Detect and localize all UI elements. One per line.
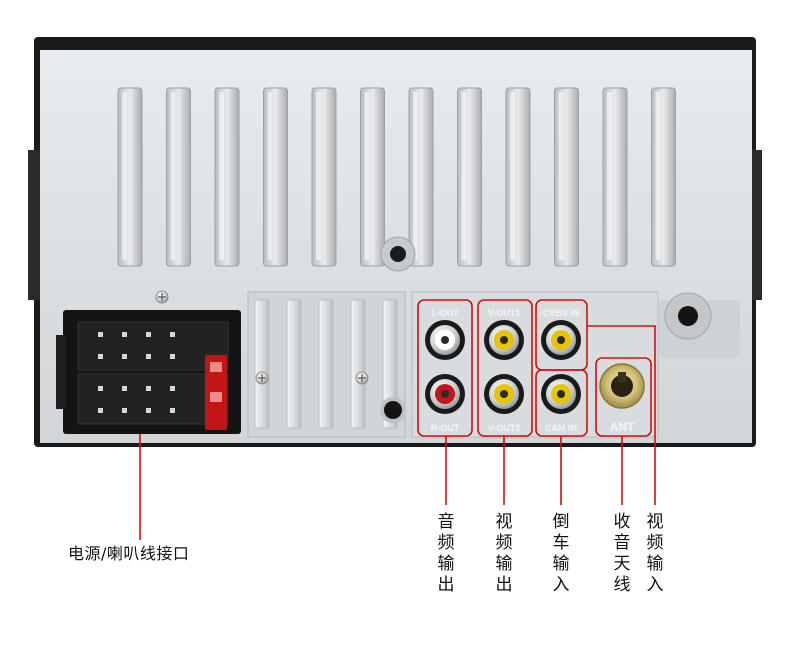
pin (98, 332, 103, 337)
pin (98, 386, 103, 391)
cooling-slot (263, 87, 288, 267)
pin (170, 332, 175, 337)
callout-frames (417, 299, 652, 437)
cooling-slot (554, 87, 579, 267)
cooling-slot (117, 87, 143, 267)
iso-harness-connector[interactable] (56, 310, 241, 434)
pin (170, 386, 175, 391)
panel-ridge (254, 299, 270, 429)
label-v-out2: V-OUT2 (488, 423, 521, 433)
audio-out-callout-label: 音频输出 (437, 512, 455, 595)
panel-ridge (286, 299, 302, 429)
cooling-slot (408, 87, 434, 267)
panel-screws (155, 290, 369, 385)
label-l-out: L-OUT (431, 308, 459, 318)
panel-ridge (382, 299, 398, 429)
port-labels: L-OUT V-OUT1 CVBS IN R-OUT V-OUT2 CAM IN… (431, 308, 635, 434)
pin (146, 354, 151, 359)
mount-hole-left (380, 397, 406, 423)
cooling-slot (505, 87, 531, 267)
video-in-callout-label: 视频输入 (646, 512, 664, 595)
label-ant: ANT (610, 420, 635, 434)
pin (122, 408, 127, 413)
rca-r-out[interactable] (425, 374, 465, 414)
top-screw-hole (380, 236, 416, 272)
cooling-slot (651, 87, 676, 267)
pin (146, 332, 151, 337)
cooling-slot (166, 87, 191, 267)
rca-cvbs-in[interactable] (541, 320, 581, 360)
panel-ridge (318, 299, 334, 429)
cooling-slot (457, 87, 482, 267)
lower-left-panel (247, 291, 406, 438)
rca-l-out[interactable] (425, 320, 465, 360)
pin (122, 386, 127, 391)
callout-lines (139, 325, 656, 540)
cooling-slot (311, 87, 337, 267)
label-cvbs-in: CVBS IN (543, 308, 580, 318)
label-r-out: R-OUT (431, 423, 460, 433)
mount-hole-right (664, 292, 712, 340)
video-out-callout-label: 视频输出 (495, 512, 513, 595)
panel-ridge (350, 299, 366, 429)
rca-cam-in[interactable] (541, 374, 581, 414)
pin (98, 408, 103, 413)
pin (122, 332, 127, 337)
pin (122, 354, 127, 359)
cooling-slot (360, 87, 385, 267)
antenna-socket[interactable] (599, 363, 645, 409)
rca-v-out1[interactable] (484, 320, 524, 360)
harness-callout-label: 电源/喇叭线接口 (68, 544, 190, 563)
cooling-slot (602, 87, 628, 267)
pin (170, 408, 175, 413)
label-cam-in: CAM IN (545, 423, 577, 433)
radio-antenna-callout-label: 收音天线 (613, 512, 631, 595)
label-v-out1: V-OUT1 (488, 308, 521, 318)
pin (170, 354, 175, 359)
pin (146, 408, 151, 413)
pin (98, 354, 103, 359)
pin (146, 386, 151, 391)
reverse-in-callout-label: 倒车输入 (552, 512, 570, 595)
cooling-slot (214, 87, 240, 267)
cooling-slots (117, 87, 676, 267)
rca-v-out2[interactable] (484, 374, 524, 414)
